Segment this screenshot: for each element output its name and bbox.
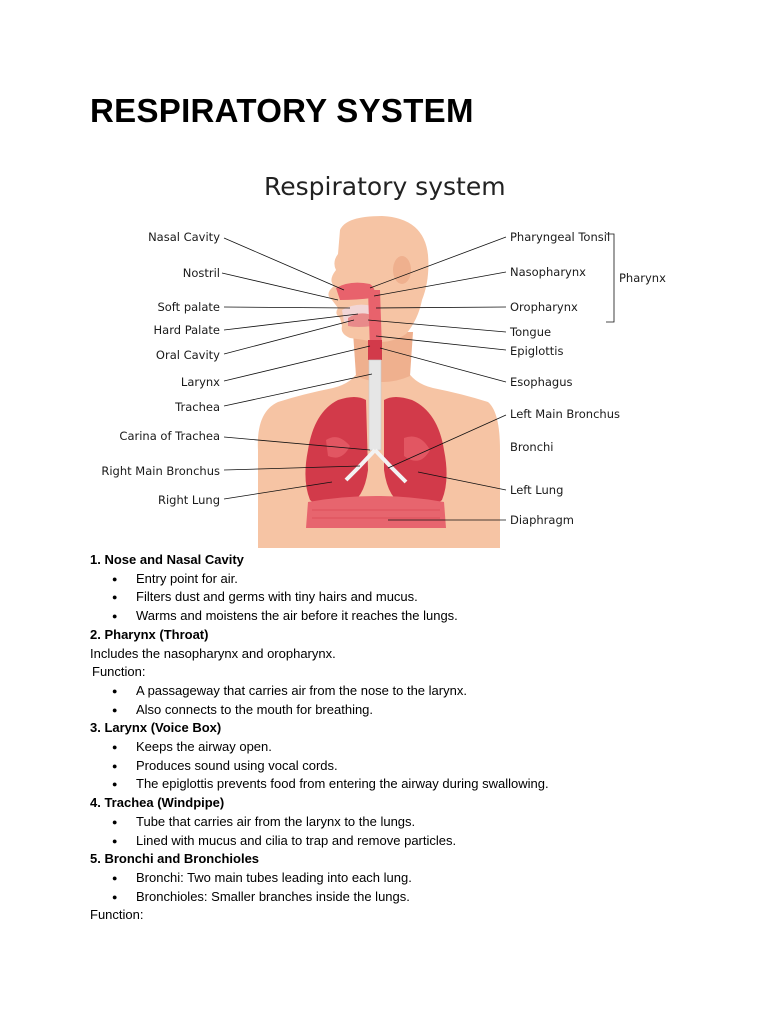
label-epiglottis: Epiglottis (510, 344, 564, 358)
list-item: Bronchioles: Smaller branches inside the… (90, 888, 730, 907)
label-right-main-bronchus: Right Main Bronchus (101, 464, 220, 478)
list-item: Lined with mucus and cilia to trap and r… (90, 832, 730, 851)
bullet-list: Keeps the airway open. Produces sound us… (90, 738, 730, 794)
label-soft-palate: Soft palate (157, 300, 220, 314)
section-heading: 3. Larynx (Voice Box) (90, 719, 730, 738)
body-illustration (258, 216, 500, 548)
function-label: Function: (90, 663, 730, 682)
label-esophagus: Esophagus (510, 375, 573, 389)
label-oral-cavity: Oral Cavity (156, 348, 220, 362)
list-item: Tube that carries air from the larynx to… (90, 813, 730, 832)
list-item: Filters dust and germs with tiny hairs a… (90, 588, 730, 607)
label-left-main-bronchus: Left Main Bronchus (510, 407, 620, 421)
section-heading: 2. Pharynx (Throat) (90, 626, 730, 645)
list-item: Produces sound using vocal cords. (90, 757, 730, 776)
label-tongue: Tongue (509, 325, 551, 339)
diagram-title: Respiratory system (264, 172, 506, 201)
label-pharynx-group: Pharynx (619, 271, 666, 285)
label-right-lung: Right Lung (158, 493, 220, 507)
label-carina: Carina of Trachea (119, 429, 220, 443)
label-nasopharynx: Nasopharynx (510, 265, 586, 279)
label-bronchi: Bronchi (510, 440, 554, 454)
section-heading: 1. Nose and Nasal Cavity (90, 551, 730, 570)
list-item: Keeps the airway open. (90, 738, 730, 757)
list-item: Also connects to the mouth for breathing… (90, 701, 730, 720)
bullet-list: Entry point for air. Filters dust and ge… (90, 570, 730, 626)
list-item: Entry point for air. (90, 570, 730, 589)
notes-body: 1. Nose and Nasal Cavity Entry point for… (90, 551, 730, 925)
trailing-function-label: Function: (90, 906, 730, 925)
list-item: A passageway that carries air from the n… (90, 682, 730, 701)
label-diaphragm: Diaphragm (510, 513, 574, 527)
list-item: Warms and moistens the air before it rea… (90, 607, 730, 626)
list-item: The epiglottis prevents food from enteri… (90, 775, 730, 794)
label-nasal-cavity: Nasal Cavity (148, 230, 220, 244)
section-heading: 4. Trachea (Windpipe) (90, 794, 730, 813)
page-title: RESPIRATORY SYSTEM (90, 92, 474, 130)
respiratory-diagram: Respiratory system (88, 150, 688, 550)
bullet-list: Tube that carries air from the larynx to… (90, 813, 730, 850)
label-pharyngeal-tonsil: Pharyngeal Tonsil (510, 230, 610, 244)
label-oropharynx: Oropharynx (510, 300, 578, 314)
label-nostril: Nostril (183, 266, 220, 280)
bullet-list: Bronchi: Two main tubes leading into eac… (90, 869, 730, 906)
label-left-lung: Left Lung (510, 483, 563, 497)
list-item: Bronchi: Two main tubes leading into eac… (90, 869, 730, 888)
bullet-list: A passageway that carries air from the n… (90, 682, 730, 719)
section-heading: 5. Bronchi and Bronchioles (90, 850, 730, 869)
label-larynx: Larynx (181, 375, 220, 389)
diagram-svg: Respiratory system (88, 150, 688, 550)
label-hard-palate: Hard Palate (154, 323, 220, 337)
section-text: Includes the nasopharynx and oropharynx. (90, 645, 730, 664)
label-trachea: Trachea (174, 400, 220, 414)
